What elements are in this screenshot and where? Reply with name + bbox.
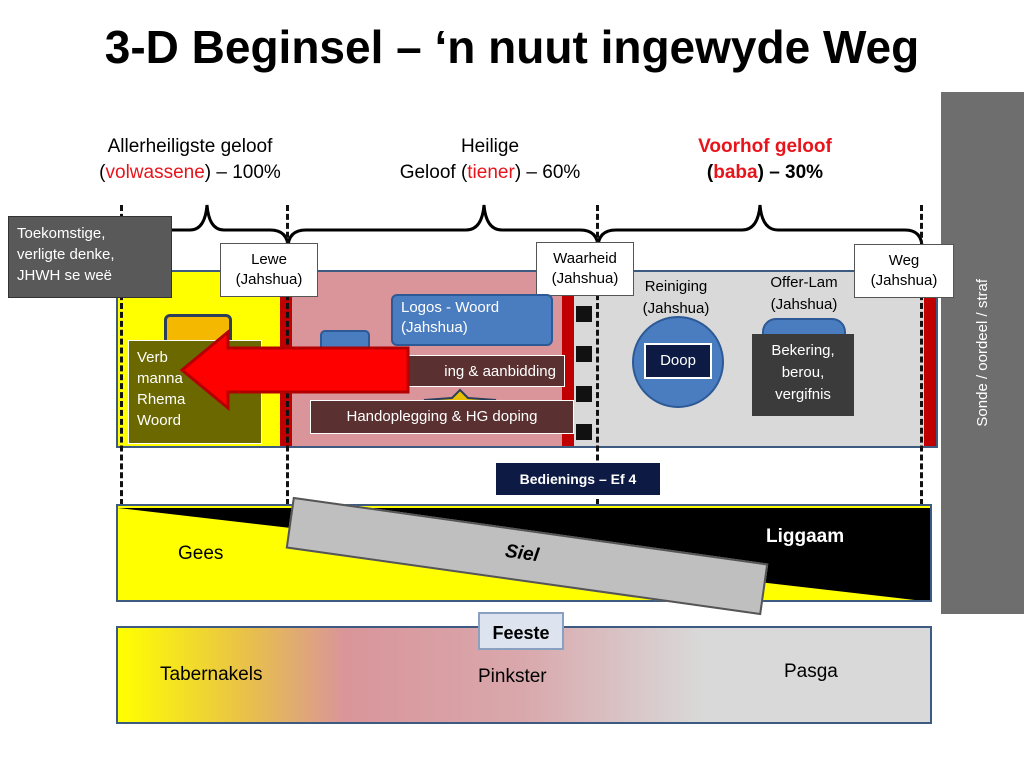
zone-middle-line1: Heilige xyxy=(460,136,520,157)
zone-right-line2: (baba) – 30% xyxy=(706,162,824,183)
liggaam-label: Liggaam xyxy=(766,526,845,547)
door-label-lewe: Lewe(Jahshua) xyxy=(220,243,318,297)
door-label-waarheid: Waarheid(Jahshua) xyxy=(536,242,634,296)
zone-left-line2: (volwassene) – 100% xyxy=(99,162,281,183)
zone-label-holy-of-holies: Allerheiligste geloof (volwassene) – 100… xyxy=(60,134,320,186)
page-title: 3-D Beginsel – ‘n nuut ingewyde Weg xyxy=(104,21,920,73)
brace-middle xyxy=(286,204,600,249)
veil-block-3 xyxy=(576,386,592,402)
veil-block-2 xyxy=(576,346,592,362)
zone-label-court: Voorhof geloof (baba) – 30% xyxy=(640,134,890,186)
gees-label: Gees xyxy=(178,543,224,564)
tabernakels-label: Tabernakels xyxy=(160,664,263,685)
side-bar xyxy=(941,92,1024,614)
divider-waarheid xyxy=(596,205,599,505)
veil-block-4 xyxy=(576,424,592,440)
divider-weg xyxy=(920,205,923,505)
offer-lam-label: Offer-Lam(Jahshua) xyxy=(770,274,838,313)
bekering-box: Bekering, berou, vergifnis xyxy=(752,334,854,416)
zone-middle-line2: Geloof (tiener) – 60% xyxy=(399,162,581,183)
reiniging-label: Reiniging(Jahshua) xyxy=(642,278,710,317)
divider-left-outer xyxy=(120,205,123,505)
pinkster-label: Pinkster xyxy=(478,666,547,687)
brace-right xyxy=(596,204,924,249)
veil-block-1 xyxy=(576,306,592,322)
zone-middle-highlight: tiener xyxy=(467,162,515,183)
zone-right-highlight: baba xyxy=(713,162,758,183)
logos-box: Logos - Woord(Jahshua) xyxy=(391,294,553,346)
laying-hands-box: Handoplegging & HG doping xyxy=(310,400,574,434)
siel-label: Siel xyxy=(503,540,541,567)
future-thinking-box: Toekomstige, verligte denke, JHWH se weë xyxy=(8,216,172,298)
side-bar-label: Sonde / oordeel / straf xyxy=(974,279,991,427)
door-bar-weg xyxy=(924,272,936,446)
red-arrow-icon xyxy=(179,328,410,412)
pasga-label: Pasga xyxy=(784,661,838,682)
door-label-weg: Weg(Jahshua) xyxy=(854,244,954,298)
ministries-box: Bedienings – Ef 4 xyxy=(494,461,662,497)
zone-left-line1: Allerheiligste geloof xyxy=(107,136,273,157)
doop-box: Doop xyxy=(644,343,712,379)
zone-left-highlight: volwassene xyxy=(105,162,205,183)
zone-right-line1: Voorhof geloof xyxy=(698,136,832,157)
zone-label-holy-place: Heilige Geloof (tiener) – 60% xyxy=(360,134,620,186)
feeste-header: Feeste xyxy=(478,612,564,650)
